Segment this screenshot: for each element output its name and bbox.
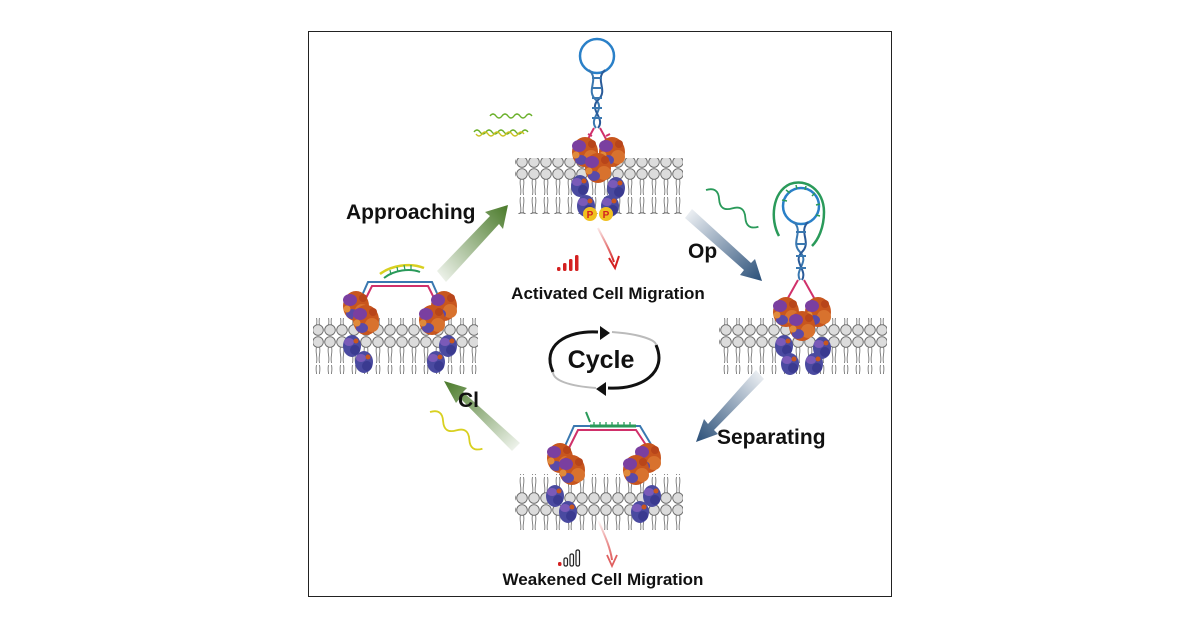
phospho-label-2: P [603,210,610,221]
bottom-state: Weakened Cell Migration [503,411,704,589]
label-cl: Cl [458,389,479,412]
op-arrow [685,209,762,281]
caption-weakened: Weakened Cell Migration [503,570,704,589]
op-strand-bound [772,181,826,247]
signal-bar-weakened-1 [558,562,562,566]
phospho-label-1: P [587,210,594,221]
op-strand-free [705,188,759,229]
label-separating: Separating [717,426,826,449]
signal-bar-weakened-4 [575,549,581,567]
signal-bar-weakened-2 [563,557,569,567]
signal-bars-weakened [558,549,581,567]
cl-arrow [444,381,520,451]
left-state [313,263,478,374]
hairpin-loop-top [578,37,616,75]
signal-bar-weakened-3 [569,553,575,567]
hairpin-loop-right [781,186,821,226]
signal-bars-activated [557,255,579,271]
cl-strand-free [429,410,483,451]
linker-left [359,263,441,303]
cycle-indicator: Cycle [548,326,661,396]
label-op: Op [688,240,717,263]
label-cycle: Cycle [568,346,635,374]
label-approaching: Approaching [346,201,476,224]
linker-bottom [564,411,653,449]
activated-signal-arrow [597,227,615,263]
phospho-sites: P P [583,207,613,221]
weakened-signal-arrow [597,519,613,561]
signal-bar-activated-4 [575,255,579,271]
signal-bar-activated-2 [563,263,567,271]
right-state [719,181,887,375]
top-state: P P Activated Cell Migration [473,37,705,303]
free-strands-top [473,113,533,137]
approaching-arrow [437,205,508,282]
caption-activated: Activated Cell Migration [511,284,705,303]
signal-bar-activated-1 [557,267,561,271]
separating-arrow [696,370,764,442]
signal-bar-activated-3 [569,259,573,271]
